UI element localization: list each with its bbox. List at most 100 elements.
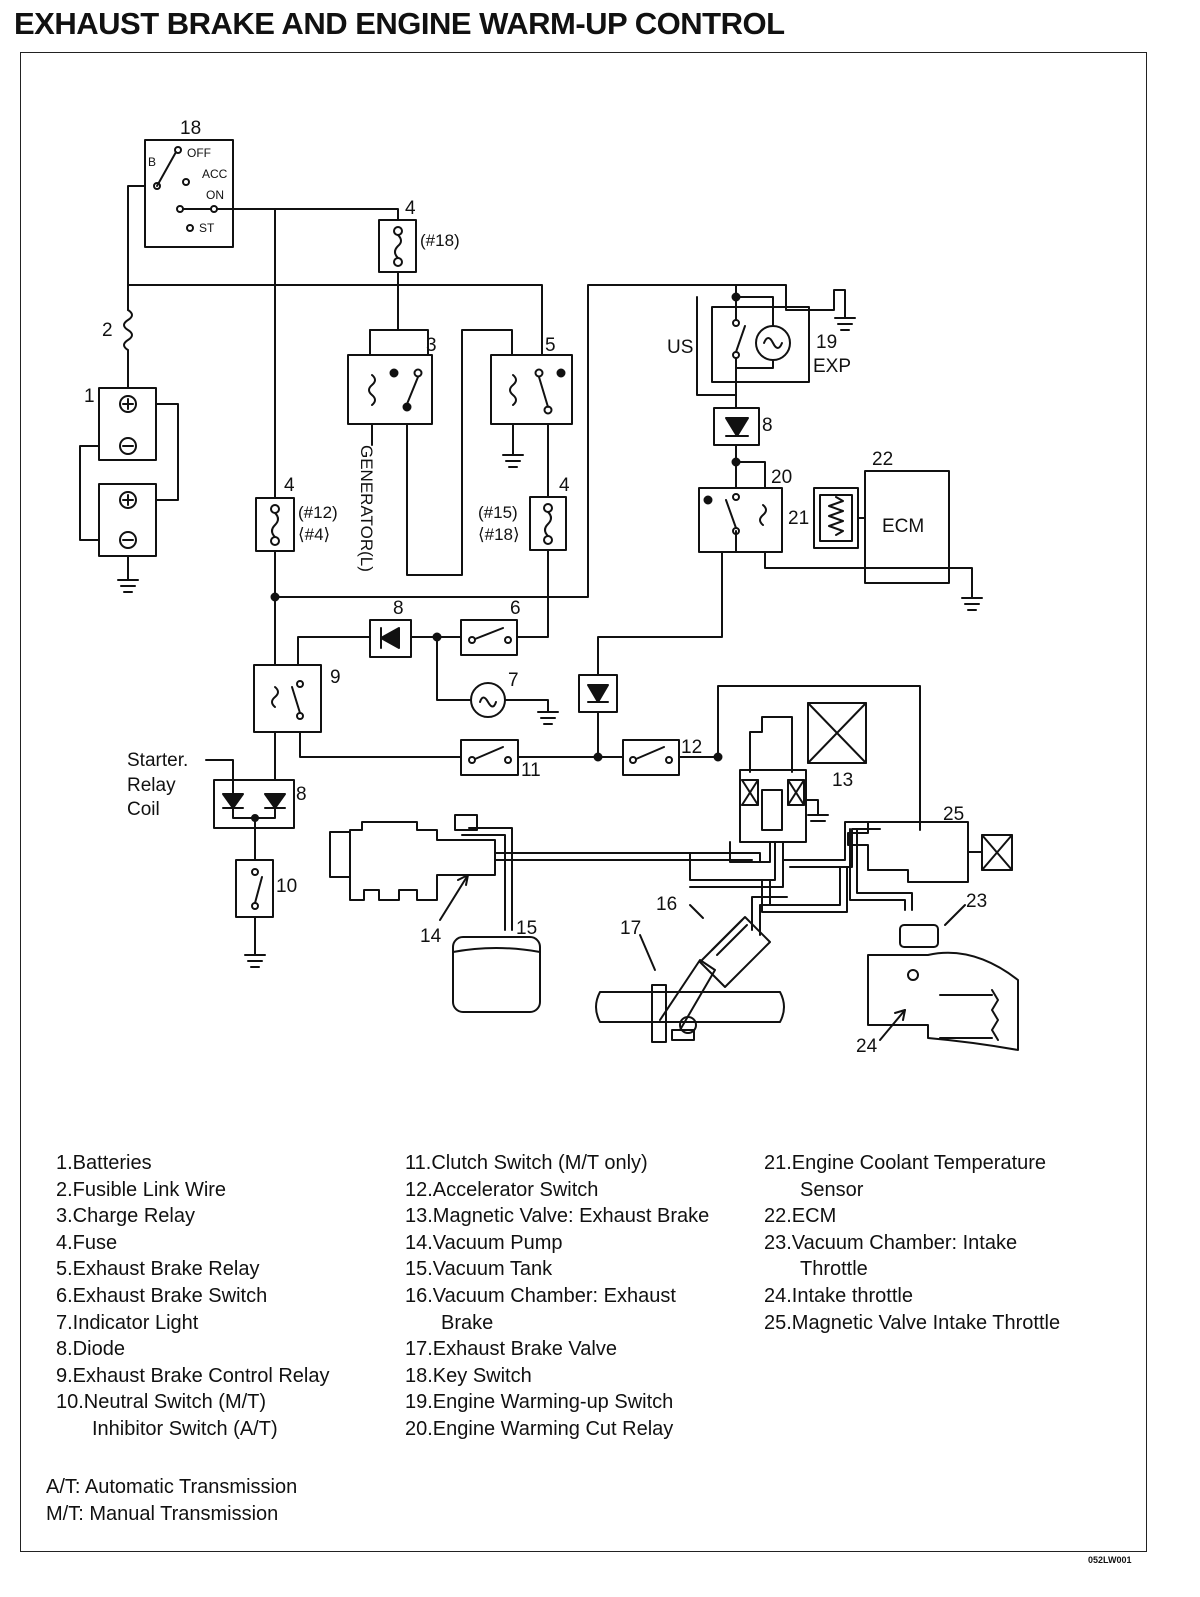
label-sw-b: B: [148, 155, 156, 169]
label-20: 20: [771, 467, 792, 488]
label-13: 13: [832, 770, 853, 791]
legend-item: 17.Exhaust Brake Valve: [405, 1338, 617, 1361]
label-22: 22: [872, 449, 893, 470]
vacuum-tank: [452, 936, 541, 1013]
label-23: 23: [966, 891, 987, 912]
abbr-mt: M/T: Manual Transmission: [46, 1502, 279, 1525]
legend-item: 24.Intake throttle: [764, 1284, 913, 1307]
legend-item: 25.Magnetic Valve Intake Throttle: [764, 1311, 1061, 1334]
fuse-12-4: [255, 497, 295, 552]
ecm-box: [864, 470, 950, 584]
label-starter-2: Relay: [127, 775, 176, 796]
diagram-frame: [20, 52, 1147, 1552]
exhaust-brake-valve: [595, 896, 788, 1043]
label-18: 18: [180, 118, 201, 139]
engine-warming-up-switch: [696, 284, 856, 409]
legend-item: Sensor: [800, 1178, 864, 1201]
engine-warming-cut-relay: [698, 487, 983, 611]
page-title: EXHAUST BRAKE AND ENGINE WARM-UP CONTROL: [14, 6, 785, 41]
label-11: 11: [521, 760, 541, 781]
legend-item: 12.Accelerator Switch: [405, 1178, 599, 1201]
diode-pair: [205, 759, 295, 829]
legend-item: 22.ECM: [764, 1205, 837, 1228]
label-sw-st: ST: [199, 221, 215, 235]
legend-item: 10.Neutral Switch (M/T): [56, 1391, 267, 1414]
label-25: 25: [943, 804, 964, 825]
exhaust-brake-switch: [460, 619, 518, 656]
label-fuse-18: (#18): [420, 231, 460, 250]
exhaust-brake-control-relay: [253, 664, 462, 781]
indicator-light: [436, 636, 559, 725]
label-4-right: 4: [559, 475, 570, 496]
label-4-left: 4: [284, 475, 295, 496]
legend-item: 18.Key Switch: [405, 1364, 532, 1387]
label-2: 2: [102, 320, 113, 341]
legend-item: 11.Clutch Switch (M/T only): [405, 1152, 648, 1174]
intake-throttle: [867, 904, 1019, 1051]
vacuum-pump: [329, 814, 496, 901]
label-21: 21: [788, 508, 809, 529]
legend-item: 4.Fuse: [56, 1231, 118, 1254]
label-8-pair: 8: [296, 784, 307, 805]
diode-upper: [713, 407, 760, 446]
legend-item: Inhibitor Switch (A/T): [92, 1417, 278, 1440]
label-fuse-18b: ⟨#18⟩: [478, 525, 520, 544]
legend-item: 14.Vacuum Pump: [405, 1231, 563, 1254]
legend-item: 19.Engine Warming-up Switch: [405, 1391, 674, 1414]
legend-item: 16.Vacuum Chamber: Exhaust: [405, 1284, 676, 1307]
label-fuse-4: ⟨#4⟩: [298, 525, 330, 544]
neutral-switch: [235, 859, 274, 968]
label-4-top: 4: [405, 198, 416, 219]
legend-item: 9.Exhaust Brake Control Relay: [56, 1364, 330, 1387]
label-5: 5: [545, 335, 556, 356]
accelerator-switch: [622, 739, 680, 776]
label-us: US: [667, 337, 693, 358]
label-12: 12: [681, 737, 702, 758]
label-fuse-12: (#12): [298, 503, 338, 522]
abbr-at: A/T: Automatic Transmission: [46, 1476, 298, 1498]
label-16: 16: [656, 894, 677, 915]
label-17: 17: [620, 918, 641, 939]
figure-code: 052LW001: [1088, 1555, 1132, 1565]
label-sw-on: ON: [206, 188, 224, 202]
label-10: 10: [276, 876, 297, 897]
magnetic-valve-exhaust-brake: [729, 702, 867, 863]
legend-item: 20.Engine Warming Cut Relay: [405, 1417, 674, 1440]
exhaust-brake-relay: [490, 354, 573, 498]
legend-item: 5.Exhaust Brake Relay: [56, 1258, 260, 1281]
legend-item: 23.Vacuum Chamber: Intake: [764, 1231, 1018, 1254]
label-starter-3: Coil: [127, 799, 160, 820]
clutch-switch: [460, 739, 519, 776]
label-fuse-15: (#15): [478, 503, 518, 522]
label-7: 7: [508, 670, 519, 691]
legend-column-2: 11.Clutch Switch (M/T only) 12.Accelerato…: [405, 1150, 709, 1443]
vacuum-pipes: [461, 821, 913, 931]
abbreviations: A/T: Automatic Transmission M/T: Manual …: [46, 1474, 297, 1527]
magnetic-valve-intake-throttle: [847, 821, 1013, 883]
label-generator: GENERATOR(L): [357, 445, 376, 572]
legend-column-3: 21.Engine Coolant Temperature Sensor 22.…: [764, 1150, 1060, 1336]
legend-item: 1.Batteries: [56, 1152, 152, 1174]
legend-item: 7.Indicator Light: [56, 1311, 199, 1334]
diode-right: [578, 674, 618, 713]
legend-item: Brake: [441, 1311, 494, 1334]
legend-item: 21.Engine Coolant Temperature: [764, 1152, 1047, 1174]
label-exp: EXP: [813, 356, 851, 377]
fuse-15-18: [529, 496, 567, 551]
wiring-diagram: 18 B OFF ACC ON ST 4 (#18) 2 1 3 5 US 19…: [79, 118, 1019, 1057]
legend-item: 15.Vacuum Tank: [405, 1258, 553, 1281]
batteries: [79, 387, 179, 593]
legend-item: 2.Fusible Link Wire: [56, 1178, 227, 1201]
label-14: 14: [420, 926, 442, 947]
fuse-18: [378, 219, 417, 273]
label-sw-acc: ACC: [202, 167, 228, 181]
label-sw-off: OFF: [187, 146, 211, 160]
label-starter-1: Starter.: [127, 750, 188, 771]
label-1: 1: [84, 386, 95, 407]
legend-item: 8.Diode: [56, 1338, 125, 1361]
coolant-temperature-sensor: [813, 487, 859, 549]
label-6: 6: [510, 598, 521, 619]
label-15: 15: [516, 918, 537, 939]
